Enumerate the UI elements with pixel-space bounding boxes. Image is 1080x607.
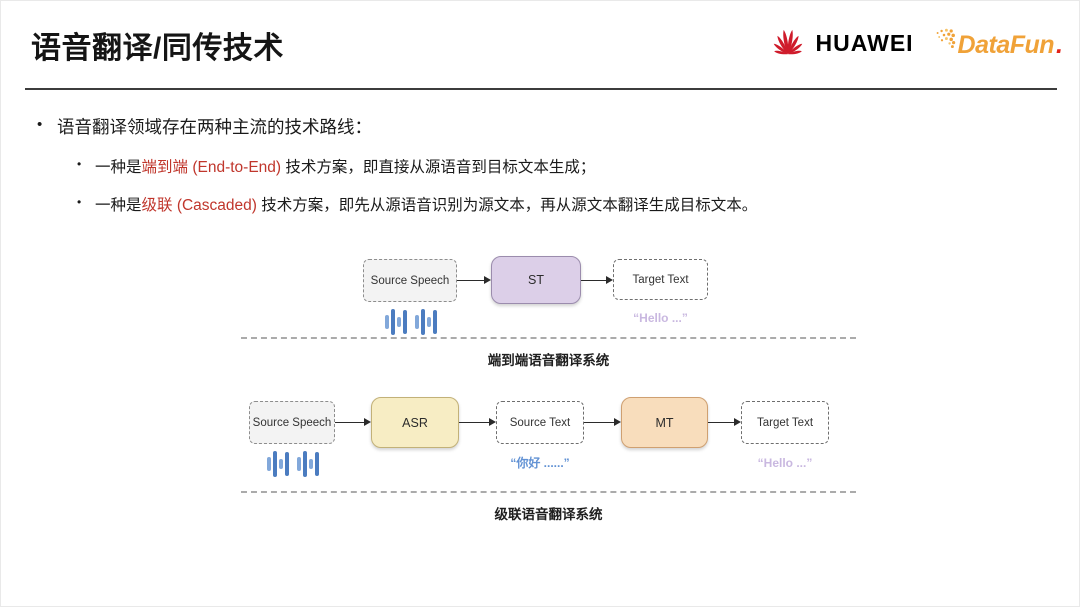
figure-speech-translation: Source Speech ST Target Text “Hello ...”: [241, 251, 856, 531]
bullet-intro: • 语音翻译领域存在两种主流的技术路线：: [37, 114, 372, 139]
source-sample-cascaded: “你好 ......”: [510, 456, 570, 470]
arrow-icon: [581, 276, 613, 285]
node-source-text: Source Text: [496, 401, 584, 444]
waveform-icon: [383, 307, 441, 342]
arrow-icon: [335, 418, 371, 427]
arrow-icon: [584, 418, 621, 427]
waveform-icon: [265, 449, 323, 484]
node-asr: ASR: [371, 397, 459, 448]
arrow-icon: [708, 418, 741, 427]
datafun-dots-icon: [932, 27, 956, 60]
node-source-speech-e2e: Source Speech: [363, 259, 457, 302]
target-sample-cascaded: “Hello ...”: [757, 456, 813, 470]
bullet-dot: •: [37, 116, 43, 133]
huawei-flower-icon: [766, 25, 810, 61]
target-sample-e2e: “Hello ...”: [633, 311, 688, 325]
node-st: ST: [491, 256, 581, 304]
highlight-end2end: 端到端 (End-to-End): [141, 159, 282, 176]
bullet-end2end-text: 一种是端到端 (End-to-End) 技术方案，即直接从源语音到目标文本生成；: [95, 159, 596, 176]
node-source-speech-cascaded: Source Speech: [249, 401, 335, 444]
arrow-icon: [459, 418, 496, 427]
caption-end2end: 端到端语音翻译系统: [487, 353, 610, 368]
datafun-period: .: [1056, 30, 1063, 59]
node-target-text-cascaded: Target Text: [741, 401, 829, 444]
datafun-logo: DataFun.: [932, 27, 1063, 60]
dashed-separator: [241, 337, 856, 339]
page-title: 语音翻译/同传技术: [31, 32, 284, 65]
bullet-dot: •: [77, 157, 82, 171]
header-divider: [25, 88, 1057, 90]
huawei-wordmark: HUAWEI: [815, 29, 914, 56]
huawei-logo: HUAWEI: [766, 25, 914, 61]
bullet-cascaded-text: 一种是级联 (Cascaded) 技术方案，即先从源语音识别为源文本，再从源文本…: [95, 197, 758, 214]
highlight-cascaded: 级联 (Cascaded): [141, 197, 257, 214]
datafun-wordmark: DataFun: [957, 30, 1055, 59]
bullet-end2end: • 一种是端到端 (End-to-End) 技术方案，即直接从源语音到目标文本生…: [77, 155, 595, 177]
arrow-icon: [457, 276, 491, 285]
dashed-separator: [241, 491, 856, 493]
node-mt: MT: [621, 397, 708, 448]
caption-cascaded: 级联语音翻译系统: [494, 507, 603, 522]
bullet-dot: •: [77, 195, 82, 209]
bullet-cascaded: • 一种是级联 (Cascaded) 技术方案，即先从源语音识别为源文本，再从源…: [77, 193, 757, 215]
bullet-intro-text: 语音翻译领域存在两种主流的技术路线：: [57, 117, 372, 137]
logo-group: HUAWEI DataFun.: [766, 25, 1063, 61]
node-target-text-e2e: Target Text: [613, 259, 708, 300]
